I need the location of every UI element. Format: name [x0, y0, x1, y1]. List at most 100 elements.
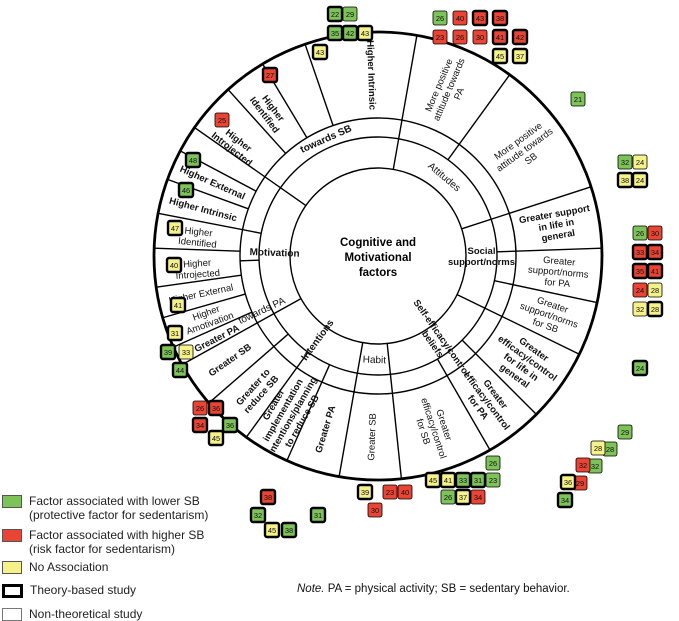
study-badge-number: 34 [561, 496, 569, 505]
study-badge: 46 [177, 181, 195, 199]
inner-motivation: Motivation [249, 247, 299, 260]
study-badge-number: 23 [489, 476, 497, 485]
divider-6 [194, 126, 307, 207]
study-badge: 33 [178, 344, 194, 360]
divider-25 [304, 43, 334, 126]
svg-text:Motivation: Motivation [249, 247, 299, 260]
divider-12 [286, 364, 331, 461]
study-badge: 36 [559, 473, 577, 491]
study-badge-number: 42 [346, 29, 354, 38]
legend-lower-line2: (protective factor for sedentarism) [29, 508, 209, 522]
legend-theory-label: Theory-based study [30, 583, 137, 597]
study-badge-number: 47 [171, 224, 179, 233]
study-badge-number: 24 [636, 158, 644, 167]
study-badge-number: 29 [621, 428, 629, 437]
study-badge-number: 45 [496, 52, 504, 61]
study-badge-number: 25 [218, 116, 226, 125]
study-badge: 30 [472, 29, 488, 45]
study-badge-number: 21 [574, 95, 582, 104]
study-badge: 34 [556, 491, 574, 509]
divider-2 [456, 293, 580, 355]
study-badge: 45 [424, 471, 442, 489]
legend-lower-line1: Factor associated with lower SB [29, 494, 200, 508]
divider-11 [436, 358, 491, 451]
outer-label-9: Greater SB [366, 413, 379, 461]
divider-15 [240, 259, 260, 262]
study-badge-number: 28 [606, 445, 614, 454]
legend-item-none: No Association [2, 560, 108, 574]
study-badge: 48 [184, 151, 202, 169]
study-badge: 24 [631, 171, 649, 189]
study-badge-number: 39 [361, 488, 369, 497]
study-badge-number: 43 [316, 48, 324, 57]
study-badge: 36 [221, 416, 239, 434]
legend-item-nontheory: Non-theoretical study [2, 607, 142, 621]
legend-item-higher: Factor associated with higher SB(risk fa… [2, 528, 204, 556]
study-badge-number: 37 [516, 52, 524, 61]
study-badge-number: 34 [474, 493, 482, 502]
study-badge: 37 [454, 488, 472, 506]
divider-5 [181, 298, 302, 366]
study-badge-number: 40 [456, 14, 464, 23]
study-badge: 34 [191, 416, 209, 434]
study-badge: 40 [452, 10, 468, 26]
study-badge-number: 38 [496, 14, 504, 23]
study-badge-number: 31 [314, 511, 322, 520]
outer-label-0: Higher Intrinsic [364, 40, 377, 110]
study-badge-number: 23 [436, 33, 444, 42]
study-badge: 33 [454, 471, 472, 489]
study-badge-number: 28 [594, 444, 602, 453]
inner-habit: Habit [362, 355, 386, 367]
study-badge: 24 [632, 282, 648, 298]
study-badge: 41 [439, 471, 457, 489]
study-badge-number: 41 [651, 267, 659, 276]
center-label: Cognitive and Motivational factors [340, 237, 416, 279]
study-badge-number: 26 [636, 229, 644, 238]
study-badge-number: 26 [436, 14, 444, 23]
legend-nontheory-label: Non-theoretical study [29, 607, 143, 621]
divider-0 [392, 35, 418, 170]
study-badge-number: 23 [386, 488, 394, 497]
study-badge: 25 [214, 112, 230, 128]
center-line-1: Cognitive and [340, 237, 416, 249]
svg-text:Greater SB: Greater SB [366, 413, 379, 461]
study-badge-number: 28 [651, 286, 659, 295]
study-badge: 28 [646, 300, 664, 318]
study-badge-number: 37 [459, 493, 467, 502]
study-badge: 43 [356, 24, 374, 42]
study-badge-number: 32 [621, 158, 629, 167]
legend-higher-line2: (risk factor for sedentarism) [29, 542, 176, 556]
study-badge-number: 30 [371, 506, 379, 515]
outer-label-18: HigherIdentified [178, 226, 218, 251]
legend-none-label: No Association [29, 560, 109, 574]
divider-1 [461, 186, 592, 230]
center-line-3: factors [359, 267, 397, 279]
study-badge: 42 [511, 28, 529, 46]
divider-19 [173, 311, 253, 348]
study-badge-number: 36 [212, 404, 220, 413]
svg-text:Greatersupport/normsfor PA: Greatersupport/normsfor PA [527, 254, 591, 292]
study-badge-number: 26 [489, 459, 497, 468]
study-badge: 40 [397, 484, 413, 500]
study-badge: 42 [341, 24, 359, 42]
study-badge: 35 [631, 262, 649, 280]
study-badge: 26 [485, 455, 501, 471]
study-badge: 23 [382, 484, 398, 500]
study-badge-number: 34 [651, 248, 659, 257]
study-badge: 21 [570, 91, 586, 107]
study-badge-number: 36 [564, 478, 572, 487]
note: Note. PA = physical activity; SB = seden… [297, 583, 570, 595]
legend-swatch-lower [2, 495, 22, 508]
study-badge-number: 24 [636, 364, 644, 373]
study-badge: 35 [326, 24, 344, 42]
study-badge-number: 32 [579, 461, 587, 470]
study-badge: 45 [263, 521, 281, 539]
study-badge-number: 24 [636, 286, 644, 295]
study-badge-number: 41 [444, 476, 452, 485]
center-line-2: Motivational [344, 252, 411, 264]
study-badge-number: 48 [189, 156, 197, 165]
study-badge: 24 [631, 359, 649, 377]
